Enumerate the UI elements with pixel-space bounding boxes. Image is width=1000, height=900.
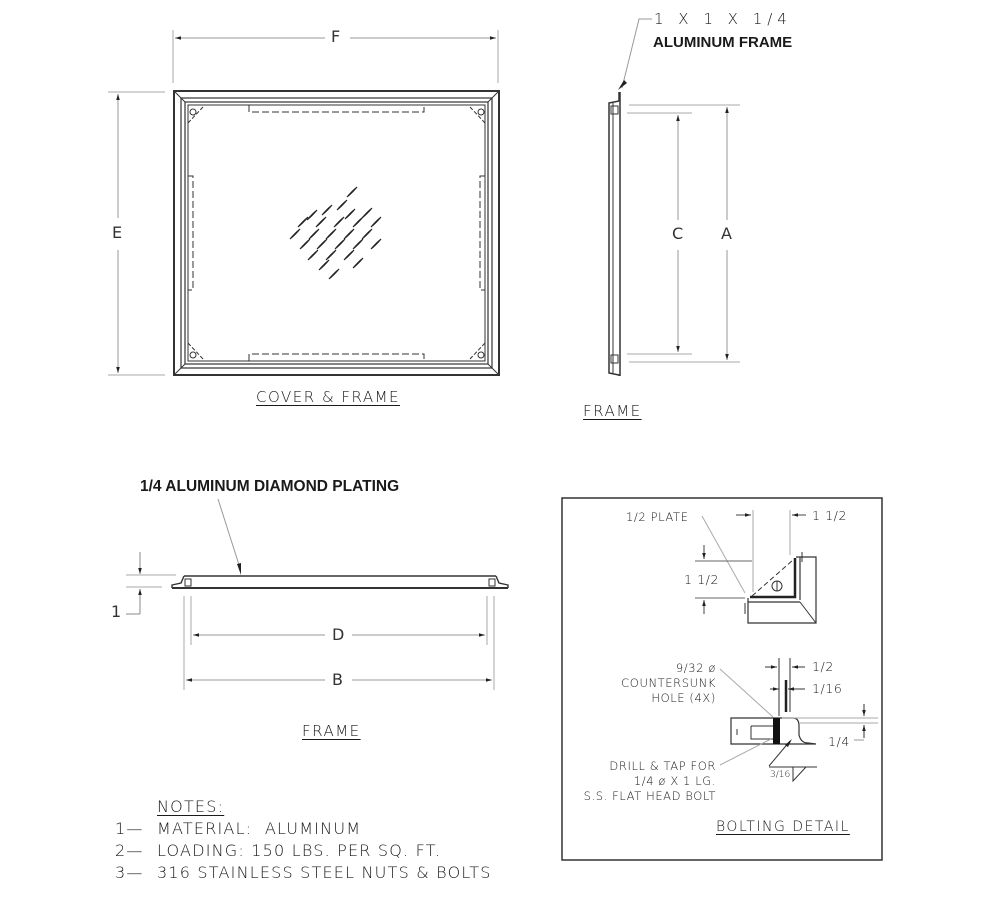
cover-frame-title: COVER & FRAME (256, 388, 401, 406)
frame-callout-size: 1 X 1 X 1/4 (654, 10, 792, 28)
plate-callout: 1/2 PLATE (626, 510, 689, 524)
note-2-number: 2— (115, 841, 144, 860)
drill-callout-line-1: DRILL & TAP FOR (609, 759, 716, 773)
dim-label-b: B (329, 672, 346, 688)
hole-callout-line-1: 9/32 ø (675, 661, 716, 675)
plate-width-label: 1 1/2 (812, 508, 848, 523)
frame-section-view (126, 498, 509, 690)
dim-label-a: A (718, 226, 735, 242)
dim-gap-label: 1/16 (812, 681, 843, 696)
frame-side-view (608, 18, 740, 376)
hole-callout-line-2: COUNTERSUNK (621, 676, 716, 690)
cover-frame-view (108, 30, 500, 376)
hole-callout-line-3: HOLE (4X) (651, 691, 716, 705)
dim-label-1: 1 (111, 602, 122, 621)
dim-label-f: F (328, 29, 344, 45)
note-1-number: 1— (115, 819, 144, 838)
note-3-text: 316 STAINLESS STEEL NUTS & BOLTS (157, 863, 492, 882)
bolting-detail-title: BOLTING DETAIL (716, 819, 850, 835)
bolting-detail-view (561, 497, 883, 861)
plate-height-label: 1 1/2 (684, 572, 720, 587)
notes-heading: NOTES: (157, 797, 225, 816)
dim-top-label: 1/2 (812, 659, 834, 674)
plating-callout: 1/4 ALUMINUM DIAMOND PLATING (140, 478, 400, 495)
note-1-text: MATERIAL: ALUMINUM (157, 819, 362, 838)
weld-size-label: 3/16 (770, 770, 791, 780)
drill-callout-line-3: S.S. FLAT HEAD BOLT (583, 789, 716, 803)
frame-section-title: FRAME (302, 722, 361, 740)
diamond-plate-pattern (289, 186, 382, 280)
dim-label-e: E (109, 225, 126, 241)
drill-callout-line-2: 1/4 ø X 1 LG. (633, 774, 716, 788)
dim-label-c: C (669, 226, 687, 242)
dim-label-d: D (329, 627, 348, 643)
dim-thickness-label: 1/4 (828, 734, 850, 749)
note-3-number: 3— (115, 863, 144, 882)
note-2-text: LOADING: 150 LBS. PER SQ. FT. (157, 841, 442, 860)
frame-side-title: FRAME (583, 402, 642, 420)
frame-callout-material: ALUMINUM FRAME (653, 34, 793, 51)
